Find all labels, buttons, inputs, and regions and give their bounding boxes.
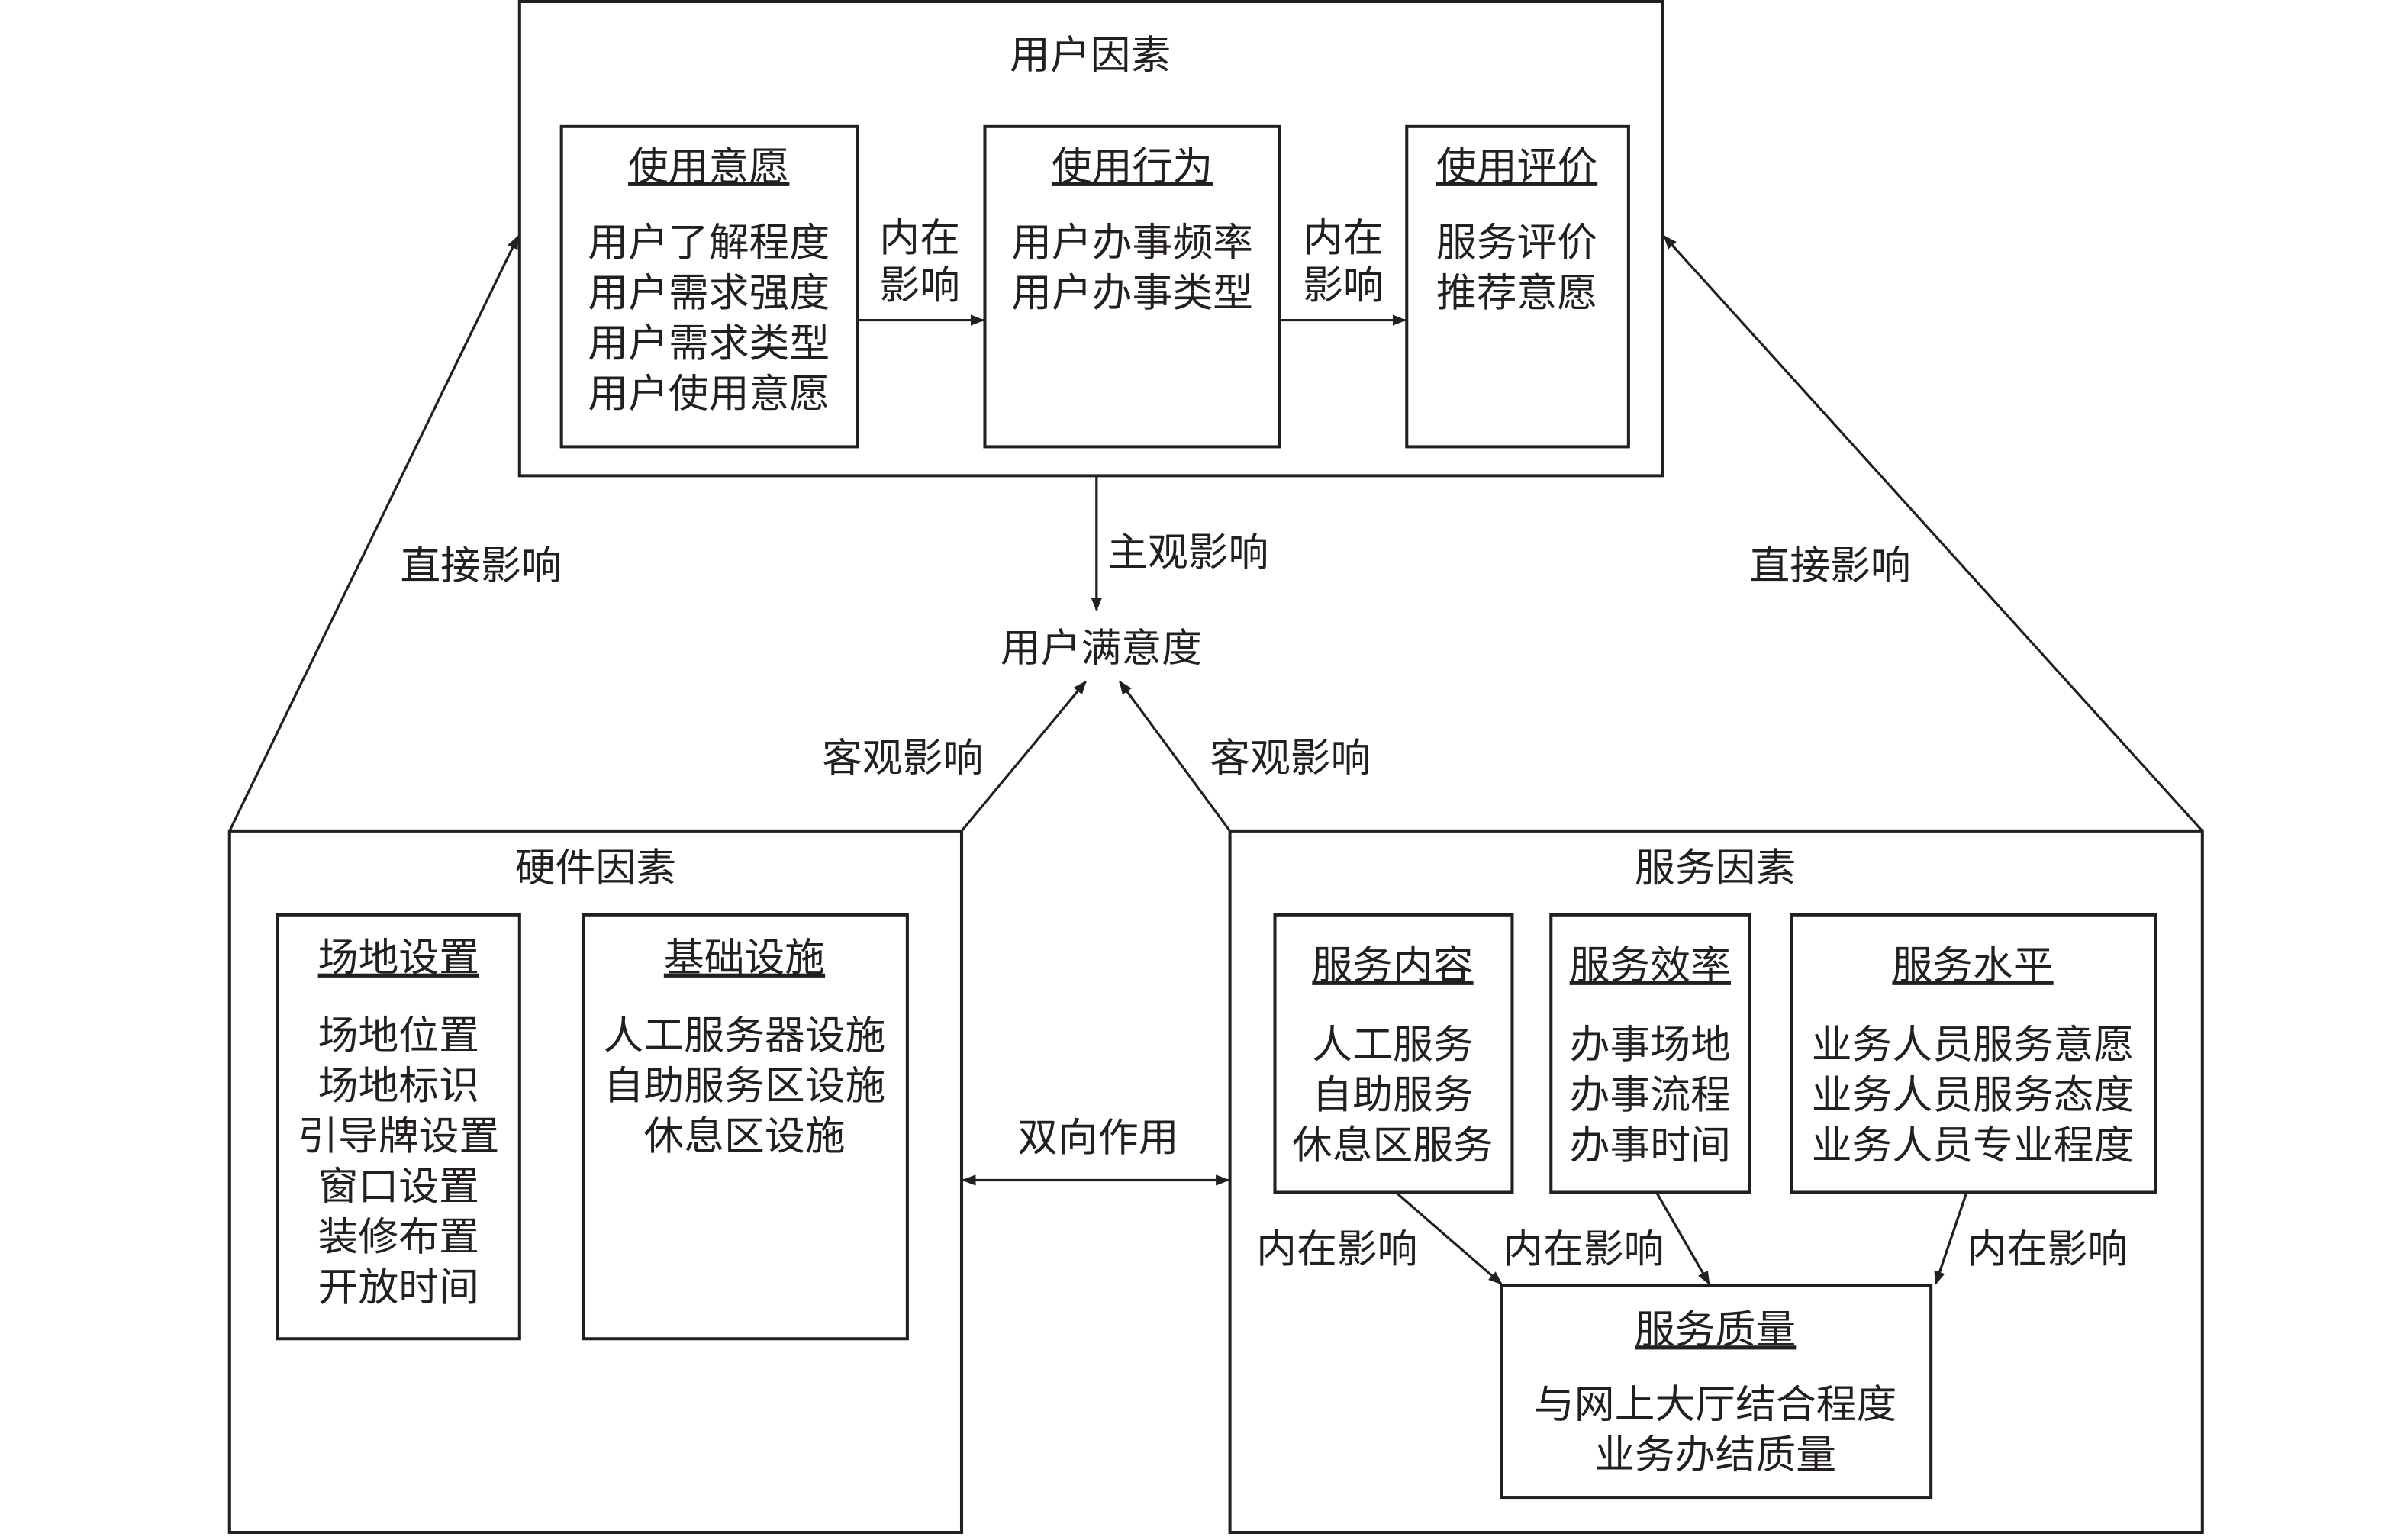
group-heading: 场地设置 <box>318 935 479 981</box>
group-heading: 使用行为 <box>1052 143 1213 189</box>
group-item: 与网上大厅结合程度 <box>1534 1382 1896 1428</box>
arrow-label: 内在 <box>1303 215 1384 261</box>
group-item: 用户使用意愿 <box>588 371 830 417</box>
group-item: 办事场地 <box>1570 1022 1731 1068</box>
group-item: 业务人员服务态度 <box>1812 1072 2135 1118</box>
arrow-objective-right <box>1118 680 1231 832</box>
arrow-label: 内在影响 <box>1503 1226 1664 1272</box>
group-item: 办事时间 <box>1570 1123 1731 1168</box>
arrow-label: 影响 <box>1303 263 1384 308</box>
subjective-label: 主观影响 <box>1107 530 1268 575</box>
arrow-label: 内在影响 <box>1256 1226 1417 1272</box>
group-site-settings: 场地设置 场地位置 场地标识 引导牌设置 窗口设置 装修布置 开放时间 <box>276 913 521 1341</box>
user-factor-title: 用户因素 <box>1010 32 1171 78</box>
group-item: 服务评价 <box>1436 220 1597 266</box>
group-item: 业务人员专业程度 <box>1812 1123 2135 1168</box>
group-item: 业务办结质量 <box>1594 1432 1836 1478</box>
arrow-direct-right <box>1663 235 2204 832</box>
arrow-direct-left <box>228 235 520 832</box>
arrow-objective-left <box>960 680 1087 832</box>
arrow-label: 影响 <box>879 263 960 308</box>
bidirectional-label: 双向作用 <box>1017 1115 1178 1161</box>
arrow-efficiency-to-quality <box>1655 1191 1710 1285</box>
group-service-quality: 服务质量 与网上大厅结合程度 业务办结质量 <box>1500 1284 1933 1500</box>
group-heading: 使用评价 <box>1436 143 1597 189</box>
group-usage-evaluation: 使用评价 服务评价 推荐意愿 <box>1405 124 1630 449</box>
direct-left-label: 直接影响 <box>400 543 561 589</box>
group-item: 装修布置 <box>318 1214 479 1260</box>
group-item: 休息区设施 <box>643 1113 845 1159</box>
group-infrastructure: 基础设施 人工服务器设施 自助服务区设施 休息区设施 <box>582 913 909 1341</box>
group-usage-behavior: 使用行为 用户办事频率 用户办事类型 <box>983 124 1281 449</box>
group-item: 用户需求类型 <box>588 321 830 366</box>
group-service-content: 服务内容 人工服务 自助服务 休息区服务 <box>1273 913 1514 1194</box>
group-item: 人工服务器设施 <box>604 1013 886 1058</box>
group-heading: 服务水平 <box>1892 942 2053 988</box>
group-heading: 服务内容 <box>1312 942 1473 988</box>
group-item: 场地标识 <box>318 1063 479 1109</box>
group-item: 休息区服务 <box>1292 1123 1494 1168</box>
objective-right-label: 客观影响 <box>1210 735 1371 781</box>
group-heading: 服务质量 <box>1635 1307 1796 1353</box>
group-item: 引导牌设置 <box>298 1113 499 1159</box>
arrow-level-to-quality <box>1934 1191 1968 1286</box>
group-item: 业务人员服务意愿 <box>1812 1022 2135 1068</box>
group-item: 人工服务 <box>1312 1022 1473 1068</box>
arrow-label: 内在 <box>879 215 960 261</box>
group-item: 场地位置 <box>318 1013 479 1058</box>
service-factor-title: 服务因素 <box>1635 845 1796 891</box>
group-heading: 使用意愿 <box>628 143 789 189</box>
group-heading: 服务效率 <box>1570 942 1731 988</box>
group-service-efficiency: 服务效率 办事场地 办事流程 办事时间 <box>1549 913 1751 1194</box>
group-usage-intention: 使用意愿 用户了解程度 用户需求强度 用户需求类型 用户使用意愿 <box>559 124 859 449</box>
group-item: 开放时间 <box>318 1265 479 1310</box>
group-service-level: 服务水平 业务人员服务意愿 业务人员服务态度 业务人员专业程度 <box>1790 913 2157 1194</box>
group-item: 用户办事类型 <box>1011 270 1253 316</box>
satisfaction-label: 用户满意度 <box>1001 626 1202 672</box>
arrow-label: 内在影响 <box>1967 1226 2128 1272</box>
group-item: 自助服务 <box>1312 1072 1473 1118</box>
group-item: 推荐意愿 <box>1436 270 1597 316</box>
group-item: 办事流程 <box>1570 1072 1731 1118</box>
group-item: 用户了解程度 <box>588 220 830 266</box>
group-item: 自助服务区设施 <box>604 1063 886 1109</box>
direct-right-label: 直接影响 <box>1749 543 1910 589</box>
group-item: 用户需求强度 <box>588 270 830 316</box>
hardware-factor-title: 硬件因素 <box>515 845 676 891</box>
arrow-content-to-quality <box>1394 1191 1503 1285</box>
group-item: 窗口设置 <box>318 1164 479 1210</box>
objective-left-label: 客观影响 <box>822 735 983 781</box>
group-heading: 基础设施 <box>664 935 825 981</box>
group-item: 用户办事频率 <box>1011 220 1253 266</box>
